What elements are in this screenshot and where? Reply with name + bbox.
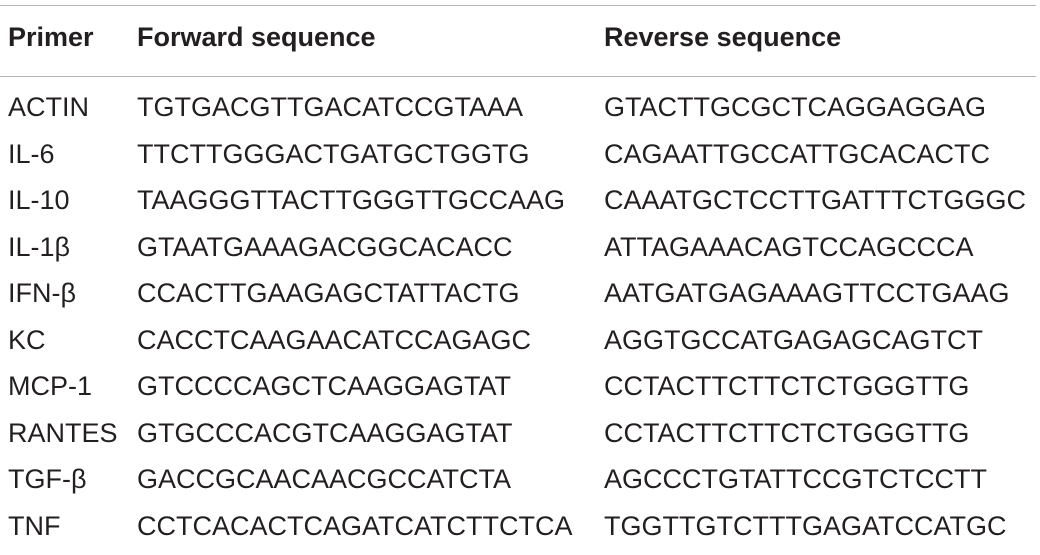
forward-sequence: CACCTCAAGAACATCCAGAGC <box>137 317 531 364</box>
table-body: ACTIN TGTGACGTTGACATCCGTAAA GTACTTGCGCTC… <box>0 90 1040 555</box>
reverse-sequence: CCTACTTCTTCTCTGGGTTG <box>604 410 969 457</box>
primer-name: IL-10 <box>8 177 70 224</box>
forward-sequence: GTCCCCAGCTCAAGGAGTAT <box>137 363 511 410</box>
reverse-sequence: CAGAATTGCCATTGCACACTC <box>604 131 990 178</box>
header-primer: Primer <box>8 22 94 53</box>
forward-sequence: CCTCACACTCAGATCATCTTCTCA <box>137 503 572 550</box>
primer-name: TNF <box>8 503 60 550</box>
primer-name: KC <box>8 317 46 364</box>
primer-name: RANTES <box>8 410 118 457</box>
forward-sequence: TTCTTGGGACTGATGCTGGTG <box>137 131 529 178</box>
reverse-sequence: CCTACTTCTTCTCTGGGTTG <box>604 363 969 410</box>
reverse-sequence: AGCCCTGTATTCCGTCTCCTT <box>604 456 987 503</box>
forward-sequence: GTAATGAAAGACGGCACACC <box>137 224 513 271</box>
primer-name: ACTIN <box>8 84 89 131</box>
primer-name: TGF-β <box>8 456 87 503</box>
reverse-sequence: CAAATGCTCCTTGATTTCTGGGC <box>604 177 1026 224</box>
header-forward-sequence: Forward sequence <box>137 22 376 53</box>
primer-name: IL-6 <box>8 131 55 178</box>
primer-name: IFN-β <box>8 270 76 317</box>
reverse-sequence: AATGATGAGAAAGTTCCTGAAG <box>604 270 1010 317</box>
reverse-sequence: ATTAGAAACAGTCCAGCCCA <box>604 224 974 271</box>
table-header-rule <box>0 76 1036 77</box>
primer-name: MCP-1 <box>8 363 92 410</box>
reverse-sequence: GTACTTGCGCTCAGGAGGAG <box>604 84 986 131</box>
table-row: TNF CCTCACACTCAGATCATCTTCTCA TGGTTGTCTTT… <box>0 509 1040 555</box>
reverse-sequence: TGGTTGTCTTTGAGATCCATGC <box>604 503 1006 550</box>
forward-sequence: CCACTTGAAGAGCTATTACTG <box>137 270 520 317</box>
header-reverse-sequence: Reverse sequence <box>604 22 841 53</box>
forward-sequence: GTGCCCACGTCAAGGAGTAT <box>137 410 513 457</box>
forward-sequence: GACCGCAACAACGCCATCTA <box>137 456 511 503</box>
reverse-sequence: AGGTGCCATGAGAGCAGTCT <box>604 317 983 364</box>
table-header-row: Primer Forward sequence Reverse sequence <box>0 22 1040 62</box>
forward-sequence: TGTGACGTTGACATCCGTAAA <box>137 84 523 131</box>
primer-name: IL-1β <box>8 224 70 271</box>
forward-sequence: TAAGGGTTACTTGGGTTGCCAAG <box>137 177 565 224</box>
table-top-rule <box>0 5 1036 6</box>
